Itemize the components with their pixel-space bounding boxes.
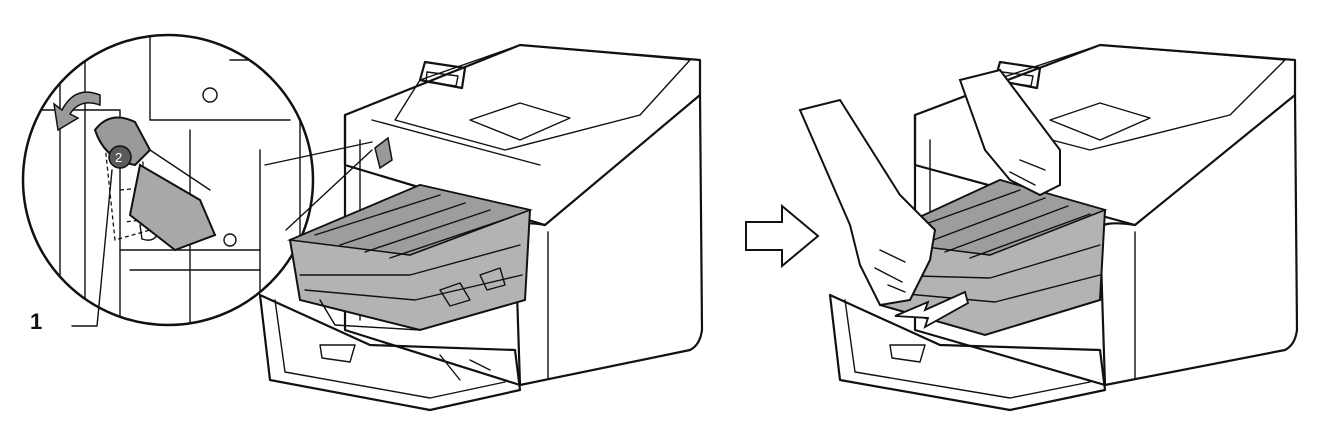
inset-connector-lines (264, 141, 373, 231)
pull-arrow-icon (894, 290, 970, 329)
callout-number-label: 1 (30, 309, 43, 334)
step-arrow-icon (745, 203, 820, 269)
right-hand (958, 68, 1061, 197)
rotate-arrow-icon (52, 91, 101, 132)
knob-number-glyph: 2 (115, 150, 122, 165)
printer-drum-installed (258, 43, 704, 412)
callout-leader-line (71, 169, 113, 327)
left-hand (798, 98, 937, 307)
printer-drum-pulled-out (798, 43, 1299, 412)
lever-knob (108, 145, 132, 169)
magnified-lock-lever-inset: 2 (21, 33, 373, 327)
